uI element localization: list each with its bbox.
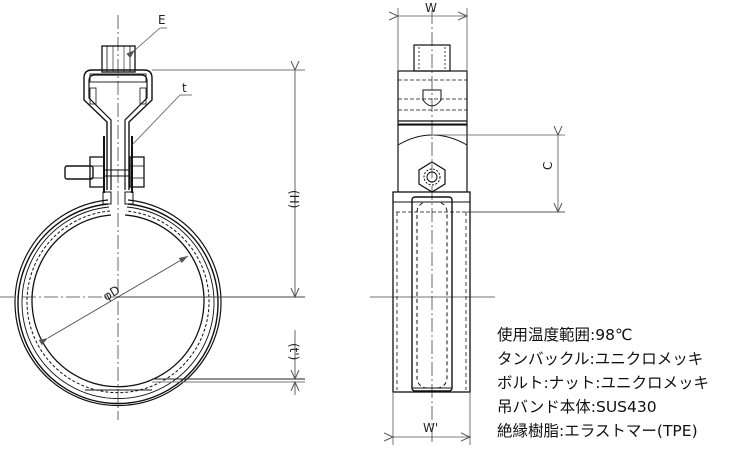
label-t-prime: (t') [287, 343, 301, 360]
spec-list: 使用温度範囲:98℃ タンバックル:ユニクロメッキ ボルト:ナット:ユニクロメッ… [497, 323, 709, 443]
side-view [370, 10, 495, 445]
label-C: C [541, 162, 555, 170]
label-t: t [182, 81, 187, 95]
label-E: E [158, 13, 166, 27]
spec-turnbuckle: タンバックル:ユニクロメッキ [497, 350, 704, 368]
label-H: (H) [287, 190, 301, 208]
label-W-prime: W' [423, 421, 438, 435]
front-view [0, 15, 250, 420]
label-phiD: φD [101, 283, 123, 304]
spec-temperature: 使用温度範囲:98℃ [497, 326, 633, 344]
spec-insulation: 絶縁樹脂:エラストマー(TPE) [497, 422, 698, 440]
spec-band-body: 吊バンド本体:SUS430 [497, 398, 657, 416]
spec-bolt-nut: ボルト:ナット:ユニクロメッキ [497, 374, 709, 392]
label-W: W [425, 1, 437, 15]
